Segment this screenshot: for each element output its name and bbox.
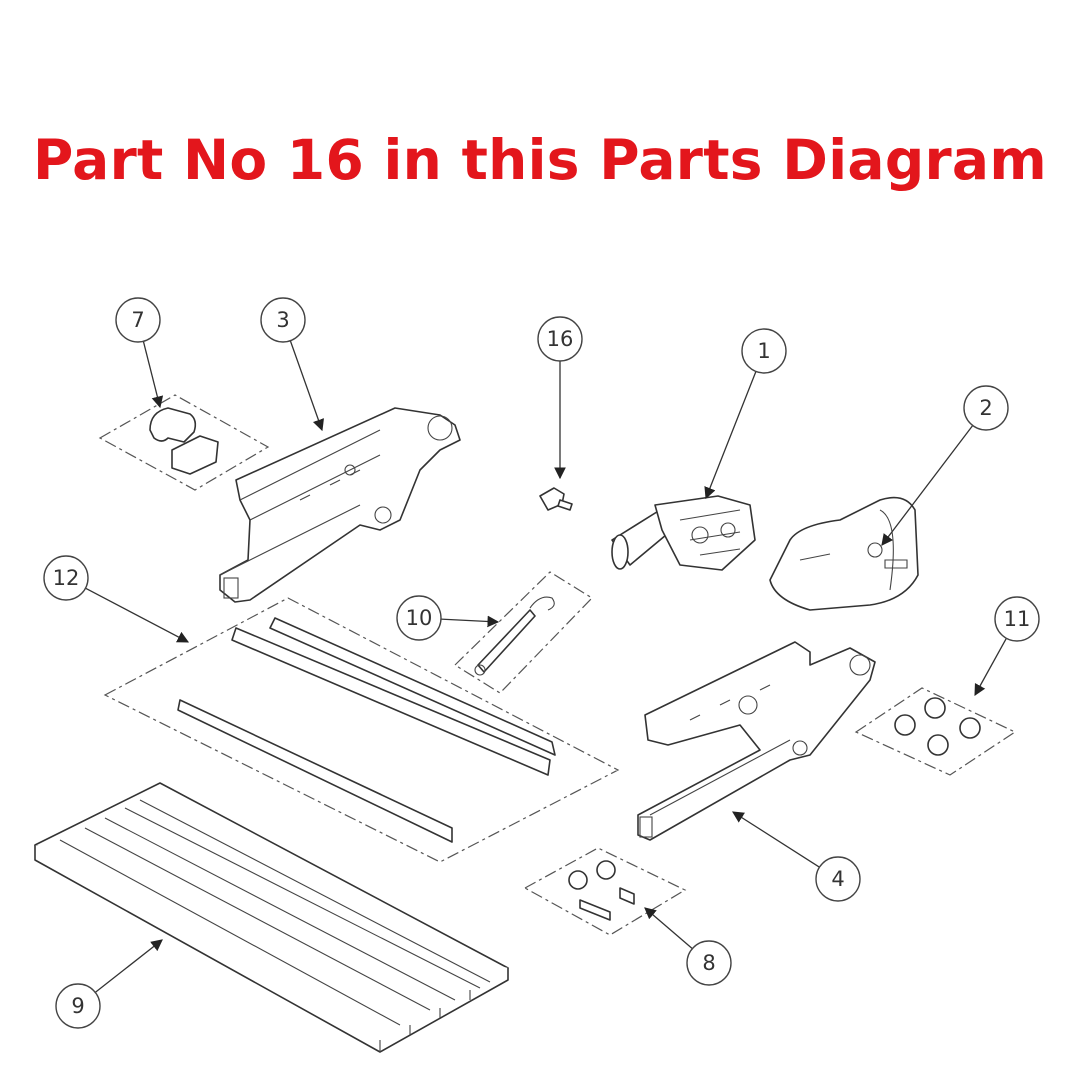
callout-7: 7 bbox=[115, 297, 164, 409]
callout-circle bbox=[815, 856, 861, 902]
callout-number: 12 bbox=[53, 566, 80, 590]
callout-11: 11 bbox=[974, 596, 1040, 697]
diagram-title: Part No 16 in this Parts Diagram bbox=[33, 128, 1047, 192]
callout-number: 11 bbox=[1004, 607, 1031, 631]
callout-circle bbox=[115, 297, 161, 343]
callout-number: 9 bbox=[71, 994, 84, 1018]
leader-arrow bbox=[94, 939, 163, 993]
leader-arrow bbox=[85, 587, 190, 643]
part-2-motor-cover bbox=[769, 496, 919, 611]
part-12-rail-set bbox=[103, 597, 620, 863]
callout-12: 12 bbox=[43, 555, 190, 643]
callout-circle bbox=[537, 316, 583, 362]
part-11-bushing-set bbox=[854, 687, 1017, 776]
leader-arrow bbox=[974, 637, 1007, 697]
callout-9: 9 bbox=[55, 939, 163, 1029]
callout-circle bbox=[260, 297, 306, 343]
part-1-motor bbox=[611, 495, 756, 571]
callout-circle bbox=[396, 595, 442, 641]
leader-arrow bbox=[289, 340, 324, 432]
part-7-clip-set bbox=[98, 394, 270, 491]
leader-arrow bbox=[440, 615, 500, 628]
callout-circle bbox=[994, 596, 1040, 642]
callout-circle bbox=[43, 555, 89, 601]
callout-number: 10 bbox=[406, 606, 433, 630]
callout-number: 16 bbox=[547, 327, 574, 351]
part-16-bolt bbox=[539, 487, 573, 511]
leader-arrow bbox=[142, 341, 164, 409]
callout-1: 1 bbox=[704, 328, 787, 500]
callout-4: 4 bbox=[732, 811, 861, 902]
part-3-left-bracket bbox=[219, 407, 461, 603]
leader-arrow bbox=[732, 811, 820, 868]
callout-2: 2 bbox=[881, 385, 1009, 546]
callout-10: 10 bbox=[396, 595, 500, 641]
callout-3: 3 bbox=[260, 297, 324, 432]
callout-8: 8 bbox=[644, 907, 732, 986]
leader-arrow bbox=[644, 907, 693, 950]
leader-arrow bbox=[704, 371, 757, 500]
callout-number: 8 bbox=[702, 951, 715, 975]
callout-circle bbox=[963, 385, 1009, 431]
callout-circle bbox=[741, 328, 787, 374]
callout-number: 2 bbox=[979, 396, 992, 420]
callout-number: 4 bbox=[831, 867, 844, 891]
callout-circle bbox=[55, 983, 101, 1029]
callout-number: 3 bbox=[276, 308, 289, 332]
callout-16: 16 bbox=[537, 316, 583, 480]
part-10-spring bbox=[454, 571, 593, 694]
part-9-step-tread bbox=[34, 782, 509, 1053]
leader-arrow bbox=[881, 425, 974, 546]
part-8-pin-set bbox=[523, 847, 687, 936]
callout-circle bbox=[686, 940, 732, 986]
callout-number: 1 bbox=[757, 339, 770, 363]
callout-number: 7 bbox=[131, 308, 144, 332]
part-4-right-bracket bbox=[637, 641, 876, 841]
